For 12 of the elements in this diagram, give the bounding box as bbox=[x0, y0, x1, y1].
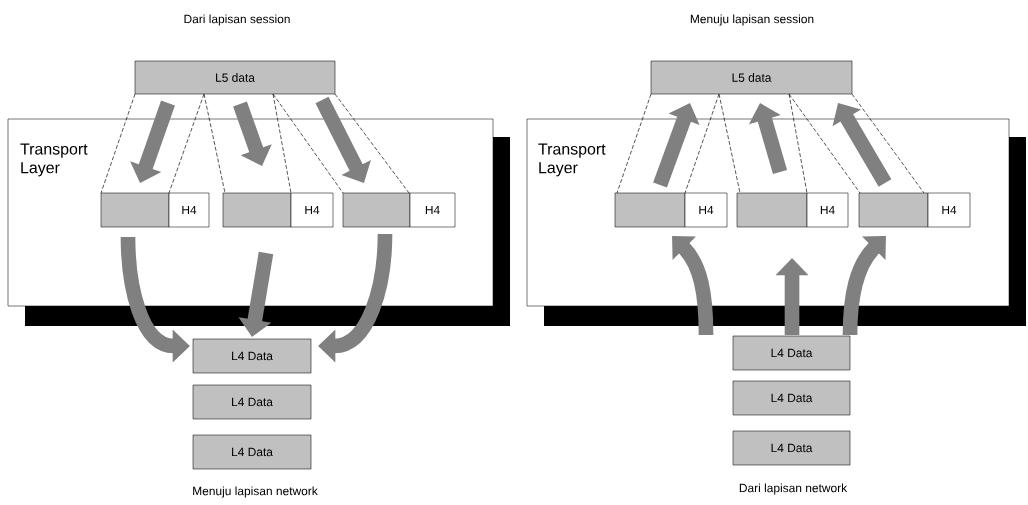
caption-text: Dari lapisan network bbox=[739, 483, 848, 495]
caption-text: Menuju lapisan session bbox=[690, 14, 814, 26]
data-box: L4 Data bbox=[732, 380, 851, 416]
caption-text: Menuju lapisan network bbox=[193, 486, 318, 498]
data-box: L4 Data bbox=[192, 384, 312, 420]
data-box: L4 Data bbox=[192, 338, 312, 374]
data-box: L4 Data bbox=[732, 335, 851, 371]
data-box: L4 Data bbox=[732, 430, 851, 466]
caption-text: Dari lapisan session bbox=[184, 14, 290, 26]
data-box: L5 data bbox=[650, 60, 853, 95]
data-box: L4 Data bbox=[192, 434, 312, 470]
data-box: L5 data bbox=[134, 60, 336, 95]
